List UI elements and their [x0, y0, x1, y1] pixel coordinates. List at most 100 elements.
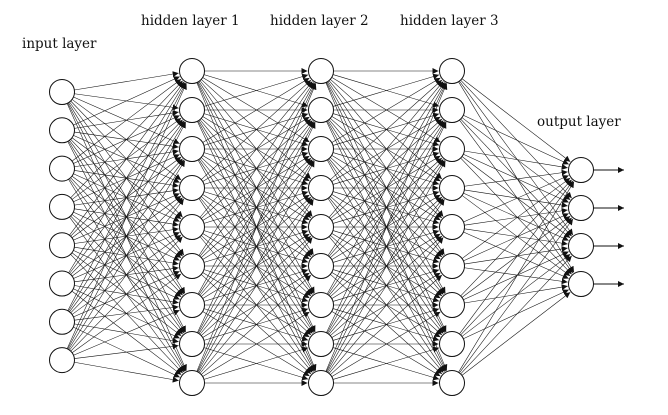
- edge-l2-n2-to-l3-n0: [331, 77, 441, 143]
- edge-l1-n2-to-l2-n3: [203, 152, 309, 186]
- edge-l1-n7-to-l2-n0: [197, 83, 316, 333]
- edge-l3-n0-to-l4-n0: [461, 78, 571, 162]
- edge-l2-n8-to-l3-n4: [328, 237, 444, 374]
- neuron-hidden3-8: [439, 331, 465, 357]
- edge-l3-n5-to-l4-n3: [464, 267, 568, 285]
- neuron-output-2: [568, 195, 594, 221]
- hidden-layer-2-label: hidden layer 2: [270, 13, 369, 29]
- edge-l0-n7-to-l1-n8: [74, 361, 179, 383]
- neuron-hidden2-5: [308, 214, 334, 240]
- edge-l3-n6-to-l4-n0: [460, 179, 572, 297]
- neuron-hidden2-7: [308, 292, 334, 318]
- neuron-hidden2-1: [308, 58, 334, 84]
- neuron-hidden2-9: [308, 370, 334, 396]
- edge-l3-n7-to-l4-n1: [460, 217, 572, 336]
- neuron-input-3: [49, 155, 75, 182]
- edge-l3-n5-to-l4-n1: [463, 213, 569, 262]
- edge-l2-n8-to-l3-n5: [330, 274, 443, 375]
- edge-l0-n3-to-l1-n0: [70, 80, 183, 199]
- edge-l3-n3-to-l4-n2: [463, 192, 569, 241]
- edge-l3-n7-to-l4-n3: [463, 289, 569, 339]
- edge-l3-n4-to-l4-n1: [464, 207, 568, 226]
- neuron-hidden3-6: [439, 253, 465, 279]
- neuron-hidden1-9: [179, 370, 205, 396]
- edge-l0-n7-to-l1-n6: [73, 309, 180, 356]
- neuron-hidden3-9: [439, 370, 465, 396]
- edge-l3-n7-to-l4-n0: [459, 180, 574, 335]
- edge-l2-n8-to-l3-n2: [326, 160, 446, 373]
- edge-l0-n7-to-l1-n4: [70, 236, 183, 352]
- edge-l1-n3-to-l2-n0: [201, 79, 312, 180]
- layer-labels: input layer hidden layer 1 hidden layer …: [22, 13, 621, 130]
- neuron-hidden3-3: [439, 136, 465, 162]
- neuron-hidden3-1: [439, 58, 465, 84]
- neuron-hidden1-8: [179, 331, 205, 357]
- edge-l1-n1-to-l2-n0: [203, 73, 309, 107]
- neuron-hidden3-4: [439, 175, 465, 201]
- edge-l0-n7-to-l1-n0: [66, 83, 187, 349]
- edge-l1-n8-to-l2-n4: [199, 237, 313, 374]
- edge-l3-n1-to-l4-n2: [460, 118, 572, 237]
- neuron-output-3: [568, 233, 594, 259]
- neuron-hidden1-4: [179, 175, 205, 201]
- edge-l1-n8-to-l2-n6: [202, 311, 310, 377]
- edge-l1-n2-to-l2-n0: [202, 77, 310, 143]
- neuron-output-4: [568, 271, 594, 297]
- edge-l3-n8-to-l4-n2: [460, 255, 572, 375]
- neuron-input-5: [49, 232, 75, 259]
- edge-l3-n5-to-l4-n0: [461, 177, 571, 259]
- neuron-hidden2-4: [308, 175, 334, 201]
- edge-l2-n3-to-l3-n0: [330, 79, 443, 180]
- edge-l3-n8-to-l4-n1: [459, 218, 574, 374]
- edge-l1-n5-to-l2-n0: [198, 82, 314, 256]
- output-layer-label: output layer: [537, 114, 621, 130]
- neuron-hidden2-6: [308, 253, 334, 279]
- neuron-input-8: [49, 347, 75, 374]
- edge-l0-n5-to-l1-n0: [68, 82, 186, 273]
- edge-l3-n1-to-l4-n3: [459, 119, 574, 274]
- output-arrows: [593, 167, 624, 287]
- edge-l0-n1-to-l1-n0: [73, 76, 180, 126]
- edge-l3-n4-to-l4-n3: [463, 231, 569, 279]
- edge-l3-n2-to-l4-n2: [461, 156, 571, 239]
- edge-l0-n4-to-l1-n0: [69, 81, 185, 236]
- edge-l2-n8-to-l3-n1: [326, 122, 447, 372]
- edge-l2-n8-to-l3-n6: [331, 311, 441, 377]
- edge-l2-n7-to-l3-n0: [326, 83, 447, 333]
- edge-l3-n5-to-l4-n2: [464, 246, 568, 265]
- neuron-input-4: [49, 193, 75, 220]
- neuron-hidden1-3: [179, 136, 205, 162]
- neuron-input-1: [49, 79, 75, 105]
- edge-l1-n8-to-l2-n7: [203, 346, 309, 380]
- edge-l3-n4-to-l4-n2: [464, 228, 568, 247]
- neuron-hidden1-5: [179, 214, 205, 240]
- neurons: [49, 58, 594, 396]
- neuron-hidden3-7: [439, 292, 465, 318]
- edge-l3-n2-to-l4-n1: [463, 153, 569, 203]
- edge-l3-n3-to-l4-n3: [461, 195, 571, 277]
- edge-l1-n8-to-l2-n5: [201, 274, 312, 375]
- edge-l3-n3-to-l4-n1: [464, 189, 568, 208]
- neuron-input-7: [49, 308, 75, 335]
- edge-l3-n0-to-l4-n1: [460, 79, 572, 199]
- edge-l2-n8-to-l3-n7: [332, 346, 440, 380]
- neuron-input-6: [49, 270, 75, 297]
- edge-l1-n8-to-l2-n0: [196, 83, 317, 372]
- neuron-hidden2-8: [308, 331, 334, 357]
- edge-l0-n7-to-l1-n5: [71, 273, 182, 353]
- neuron-input-2: [49, 117, 75, 144]
- edge-l1-n6-to-l2-n0: [197, 82, 315, 295]
- neuron-hidden1-7: [179, 292, 205, 318]
- edge-l1-n1-to-l2-n2: [203, 113, 309, 147]
- edge-l0-n7-to-l1-n3: [69, 198, 185, 351]
- edge-l3-n4-to-l4-n0: [463, 175, 569, 223]
- edge-l3-n0-to-l4-n2: [459, 80, 574, 236]
- edge-l3-n0-to-l4-n3: [458, 81, 575, 273]
- edge-l1-n8-to-l2-n2: [197, 160, 315, 373]
- neuron-hidden1-6: [179, 253, 205, 279]
- neuron-hidden1-1: [179, 58, 205, 84]
- connection-edges: [66, 68, 575, 386]
- edge-l3-n6-to-l4-n1: [461, 215, 571, 298]
- edge-l3-n1-to-l4-n0: [463, 115, 569, 165]
